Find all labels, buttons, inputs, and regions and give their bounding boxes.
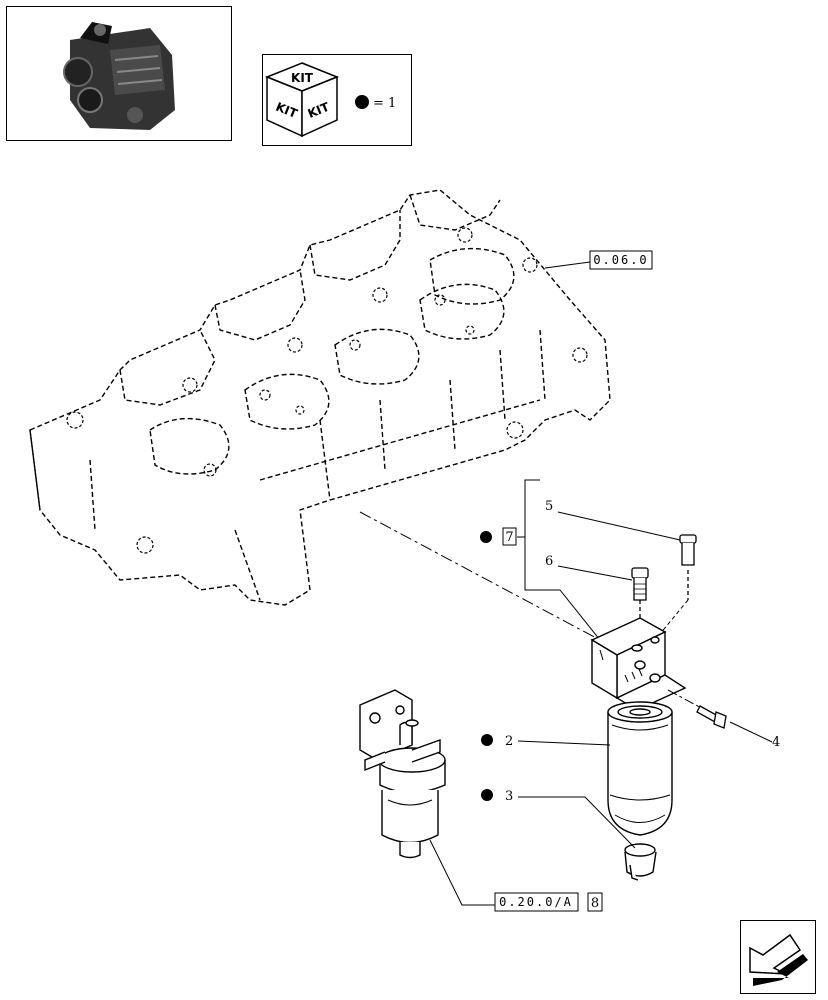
part-2-filter-cartridge [607, 701, 673, 836]
head-ref-leader [544, 261, 591, 269]
bracket-ref-link[interactable]: 7 [505, 530, 513, 545]
callout-5: 5 [545, 499, 553, 514]
callout-4: 4 [772, 735, 780, 750]
cylinder-head-drawing [29, 189, 611, 606]
kit-quantity-text: = 1 [373, 96, 396, 111]
filter-ref-page-link[interactable]: 8 [591, 896, 599, 911]
head-ref-link[interactable]: 0.06.0 [593, 253, 648, 267]
filled-dot-icon [355, 95, 369, 109]
next-page-arrow-icon[interactable] [749, 933, 808, 986]
head-bolt-holes [66, 227, 588, 554]
mounting-bracket [590, 617, 687, 711]
callout-2: 2 [505, 734, 513, 749]
part-6-stud [631, 567, 649, 630]
kit-label-top: KIT [291, 71, 314, 85]
bracket-group-brace [524, 479, 601, 641]
kit-dot-bracket [480, 531, 492, 543]
kit-dot-3 [481, 789, 493, 801]
part-5-bushing [679, 534, 697, 600]
part-3-water-bowl [624, 843, 657, 881]
filter-housing-assembly [359, 689, 446, 859]
filter-ref-page-box[interactable] [587, 892, 603, 912]
filter-ref-box[interactable] [494, 892, 579, 912]
engine-thumbnail-icon [63, 22, 175, 130]
callout-3: 3 [505, 789, 513, 804]
part-4-bolt [696, 705, 727, 729]
bracket-ref-box[interactable] [502, 527, 517, 546]
callout-6: 6 [545, 554, 553, 569]
filter-ref-leader [429, 839, 495, 906]
head-ref-box[interactable] [589, 250, 653, 270]
kit-cube-icon: KIT KIT KIT [264, 62, 340, 138]
filter-ref-link[interactable]: 0.20.0/A [499, 895, 573, 909]
kit-dot-2 [481, 734, 493, 746]
assembly-axis-line [359, 511, 601, 641]
